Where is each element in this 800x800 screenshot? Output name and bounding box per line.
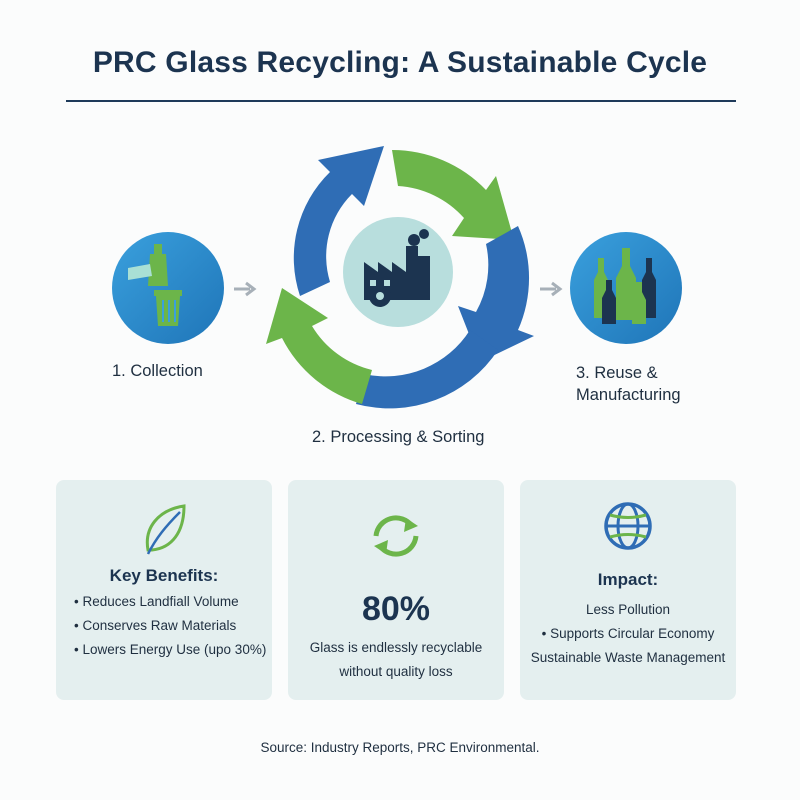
benefits-heading: Key Benefits: xyxy=(109,566,219,585)
step-label-collection: 1. Collection xyxy=(112,362,203,380)
connector-arrow-right xyxy=(540,281,563,297)
step-label-reuse-line1: 3. Reuse & xyxy=(576,364,658,382)
stat-description-line2: without quality loss xyxy=(339,664,453,679)
list-item: • Lowers Energy Use (upo 30%) xyxy=(74,642,267,657)
globe-icon xyxy=(604,502,652,550)
step-label-reuse: 3. Reuse & Manufacturing xyxy=(576,362,681,406)
collection-icon xyxy=(112,232,224,344)
stat-description-line1: Glass is endlessly recyclable xyxy=(309,640,483,655)
list-item: • Reduces Landfiall Volume xyxy=(74,594,239,609)
cycle-arrow-bottom-left-green xyxy=(266,288,372,404)
source-note: Source: Industry Reports, PRC Environmen… xyxy=(260,740,540,755)
recycle-arrows-icon xyxy=(373,515,419,557)
page-title: PRC Glass Recycling: A Sustainable Cycle xyxy=(92,46,708,79)
benefits-card: Key Benefits: • Reduces Landfiall Volume… xyxy=(56,480,272,700)
cycle-arrow-bottom-blue xyxy=(356,330,498,409)
title-divider xyxy=(66,100,736,102)
factory-icon xyxy=(343,217,453,327)
step-label-reuse-line2: Manufacturing xyxy=(576,386,681,404)
list-item: Less Pollution xyxy=(585,602,671,617)
cycle-arrows xyxy=(266,146,534,409)
stat-card: 80% Glass is endlessly recyclable withou… xyxy=(288,480,504,700)
connector-arrow-left xyxy=(234,281,257,297)
list-item: • Supports Circular Economy xyxy=(541,626,715,641)
bottles-icon xyxy=(570,232,682,344)
cycle-arrow-right-blue xyxy=(458,226,534,362)
impact-heading: Impact: xyxy=(597,570,659,589)
benefits-list: • Reduces Landfiall Volume • Conserves R… xyxy=(74,590,266,662)
impact-list: Less Pollution • Supports Circular Econo… xyxy=(520,598,736,670)
cycle-arrow-left-blue xyxy=(293,146,384,296)
stat-description: Glass is endlessly recyclable without qu… xyxy=(288,636,504,684)
recycling-cycle-diagram xyxy=(112,146,682,409)
leaf-icon xyxy=(145,504,186,555)
list-item: Sustainable Waste Management xyxy=(530,650,726,665)
impact-card: Impact: Less Pollution • Supports Circul… xyxy=(520,480,736,700)
list-item: • Conserves Raw Materials xyxy=(74,618,237,633)
stat-value: 80% xyxy=(361,590,431,628)
cycle-arrow-top-green xyxy=(392,149,514,240)
step-label-processing: 2. Processing & Sorting xyxy=(312,428,485,446)
